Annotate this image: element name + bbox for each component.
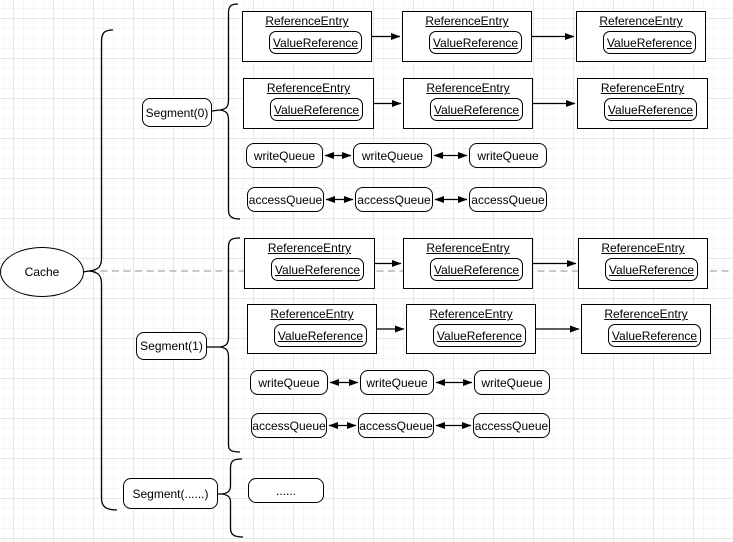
segment-ellipsis-label: Segment(......): [132, 486, 209, 501]
segment-1-node: Segment(1): [136, 332, 207, 360]
segment-ellipsis-content-label: ......: [275, 483, 296, 498]
reference-entry-label: ReferenceEntry: [267, 241, 352, 255]
value-reference-box: ValueReference: [269, 31, 362, 54]
cache-node: Cache: [0, 247, 84, 297]
reference-entry-box: ReferenceEntry ValueReference: [242, 11, 372, 62]
reference-entry-label: ReferenceEntry: [426, 241, 510, 255]
reference-entry-box: ReferenceEntry ValueReference: [403, 78, 533, 129]
segment-0-label: Segment(0): [145, 105, 209, 120]
reference-entry-box: ReferenceEntry ValueReference: [244, 238, 375, 289]
segment-ellipsis-content-box: ......: [248, 478, 324, 503]
queue-link-arrows: [324, 152, 473, 429]
access-queue-box: accessQueue: [469, 187, 547, 212]
value-reference-label: ValueReference: [277, 328, 364, 343]
segment-brackets: [207, 3, 244, 538]
write-queue-box: writeQueue: [250, 370, 328, 395]
value-reference-box: ValueReference: [274, 324, 367, 347]
write-queue-label: writeQueue: [361, 148, 424, 163]
access-queue-label: accessQueue: [474, 418, 549, 433]
write-queue-box: writeQueue: [353, 143, 432, 168]
write-queue-box: writeQueue: [246, 143, 323, 168]
value-reference-box: ValueReference: [430, 258, 523, 281]
value-reference-box: ValueReference: [433, 324, 526, 347]
write-queue-label: writeQueue: [258, 375, 320, 390]
reference-entry-box: ReferenceEntry ValueReference: [581, 304, 711, 354]
reference-entry-box: ReferenceEntry ValueReference: [243, 78, 374, 129]
reference-entry-label: ReferenceEntry: [601, 241, 685, 255]
access-queue-label: accessQueue: [471, 192, 545, 207]
value-reference-label: ValueReference: [608, 262, 695, 277]
reference-entry-label: ReferenceEntry: [265, 14, 349, 28]
value-reference-box: ValueReference: [605, 258, 698, 281]
segment-0-bracket-connector: [211, 109, 221, 112]
value-reference-label: ValueReference: [273, 102, 360, 117]
reference-entry-box: ReferenceEntry ValueReference: [247, 304, 377, 354]
segment-1-label: Segment(1): [140, 339, 203, 353]
access-queue-label: accessQueue: [359, 418, 433, 433]
reference-entry-label: ReferenceEntry: [604, 307, 688, 321]
write-queue-box: writeQueue: [469, 143, 547, 168]
write-queue-box: writeQueue: [360, 370, 434, 395]
access-queue-label: accessQueue: [248, 192, 323, 207]
value-reference-label: ValueReference: [606, 35, 693, 50]
reference-entry-box: ReferenceEntry ValueReference: [406, 304, 536, 354]
value-reference-label: ValueReference: [611, 328, 698, 343]
value-reference-label: ValueReference: [436, 328, 523, 343]
reference-entry-label: ReferenceEntry: [429, 307, 513, 321]
value-reference-label: ValueReference: [272, 35, 359, 50]
access-queue-box: accessQueue: [251, 413, 327, 438]
reference-entry-box: ReferenceEntry ValueReference: [576, 11, 706, 62]
cache-brace: [82, 29, 118, 511]
cache-brace-connector: [82, 270, 90, 273]
write-queue-label: writeQueue: [366, 375, 428, 390]
reference-entry-label: ReferenceEntry: [266, 81, 351, 95]
value-reference-label: ValueReference: [433, 102, 520, 117]
access-queue-label: accessQueue: [357, 192, 431, 207]
cache-label: Cache: [24, 265, 60, 279]
value-reference-label: ValueReference: [433, 262, 520, 277]
access-queue-box: accessQueue: [355, 187, 433, 212]
reference-entry-box: ReferenceEntry ValueReference: [403, 238, 533, 289]
reference-entry-label: ReferenceEntry: [425, 14, 509, 28]
access-queue-box: accessQueue: [247, 187, 324, 212]
value-reference-box: ValueReference: [604, 98, 697, 121]
segment-1-bracket: [219, 237, 241, 453]
value-reference-label: ValueReference: [432, 35, 519, 50]
access-queue-box: accessQueue: [473, 413, 550, 438]
access-queue-box: accessQueue: [358, 413, 434, 438]
reference-entry-label: ReferenceEntry: [270, 307, 354, 321]
segment-ellipsis-bracket: [221, 458, 244, 538]
value-reference-box: ValueReference: [429, 31, 522, 54]
write-queue-label: writeQueue: [477, 148, 539, 163]
write-queue-label: writeQueue: [253, 148, 316, 163]
reference-entry-label: ReferenceEntry: [426, 81, 510, 95]
access-queue-label: accessQueue: [252, 418, 326, 433]
write-queue-box: writeQueue: [474, 370, 550, 395]
reference-chain-arrows: [372, 33, 580, 333]
value-reference-label: ValueReference: [607, 102, 694, 117]
reference-entry-box: ReferenceEntry ValueReference: [577, 78, 708, 129]
reference-entry-box: ReferenceEntry ValueReference: [578, 238, 708, 289]
write-queue-label: writeQueue: [481, 375, 543, 390]
value-reference-box: ValueReference: [603, 31, 696, 54]
value-reference-box: ValueReference: [608, 324, 701, 347]
reference-entry-label: ReferenceEntry: [600, 81, 685, 95]
value-reference-box: ValueReference: [270, 98, 363, 121]
reference-entry-label: ReferenceEntry: [599, 14, 683, 28]
value-reference-box: ValueReference: [271, 258, 364, 281]
value-reference-label: ValueReference: [274, 262, 361, 277]
reference-entry-box: ReferenceEntry ValueReference: [402, 11, 532, 62]
segment-ellipsis-node: Segment(......): [123, 478, 218, 509]
segment-0-node: Segment(0): [142, 98, 212, 127]
segment-0-bracket: [219, 3, 241, 220]
value-reference-box: ValueReference: [430, 98, 523, 121]
